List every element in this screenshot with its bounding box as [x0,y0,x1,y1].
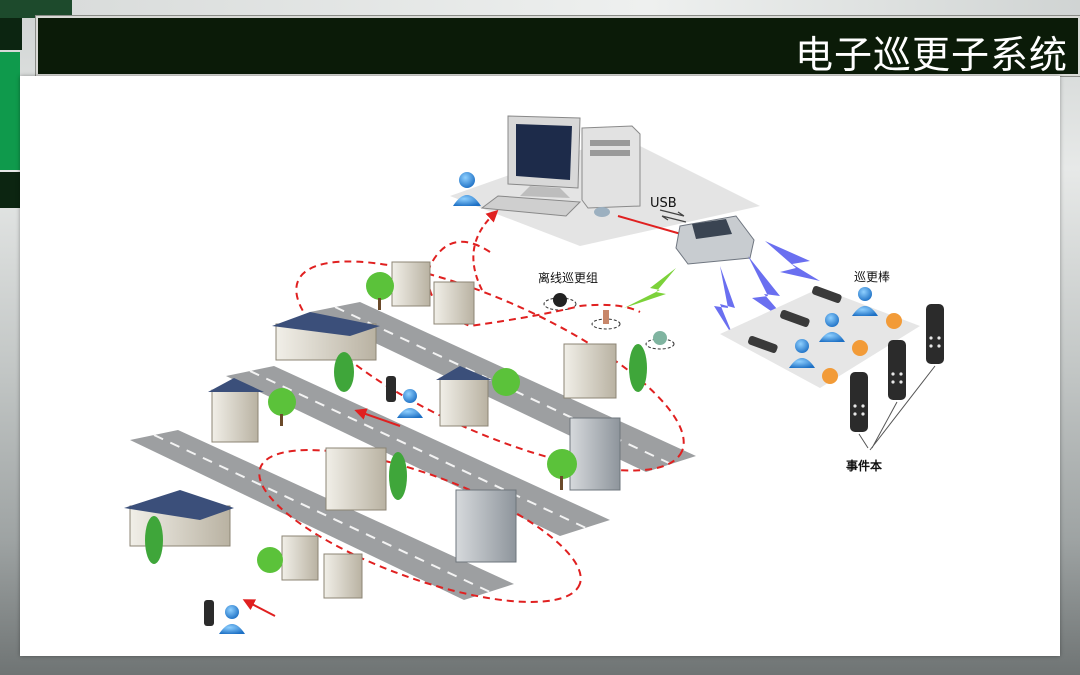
usb-cable [617,215,689,237]
patrol-stick-label: 巡更棒 [854,270,890,284]
patrol-stick-icons [748,285,842,353]
offline-group-items [543,293,675,350]
monitor-icon [507,115,581,198]
side-dark-block-2 [0,172,22,208]
mouse-icon [594,207,610,217]
route-arrow [354,408,401,427]
offline-group-label: 离线巡更组 [538,270,598,285]
event-book-devices [850,304,944,451]
return-route [472,209,499,291]
patrol-system-diagram: USB 离线巡更组 巡 [124,115,944,634]
admin-user-icon [453,172,481,206]
patrol-reader-device-icon [675,215,755,265]
side-green-block [0,52,20,170]
top-strip [0,0,1080,18]
diagram-panel: USB 离线巡更组 巡 [20,76,1060,656]
pc-tower-icon [581,125,641,209]
patrol-guard-icons [204,376,423,634]
page-title: 电子巡更子系统 [794,33,1068,77]
wireless-signal-icons [714,241,820,338]
tag-icons [822,313,902,384]
side-dark-block [0,18,22,50]
guard-user-icons [789,287,878,368]
usb-arrows-icon [659,209,687,223]
keyboard-icon [480,195,582,217]
usb-label: USB [650,196,677,211]
green-signal-icon [624,268,676,308]
trees [145,272,647,573]
start-arrow [242,599,276,617]
event-book-label: 事件本 [846,458,882,473]
title-bar: 电子巡更子系统 [36,16,1080,77]
buildings [124,261,621,599]
